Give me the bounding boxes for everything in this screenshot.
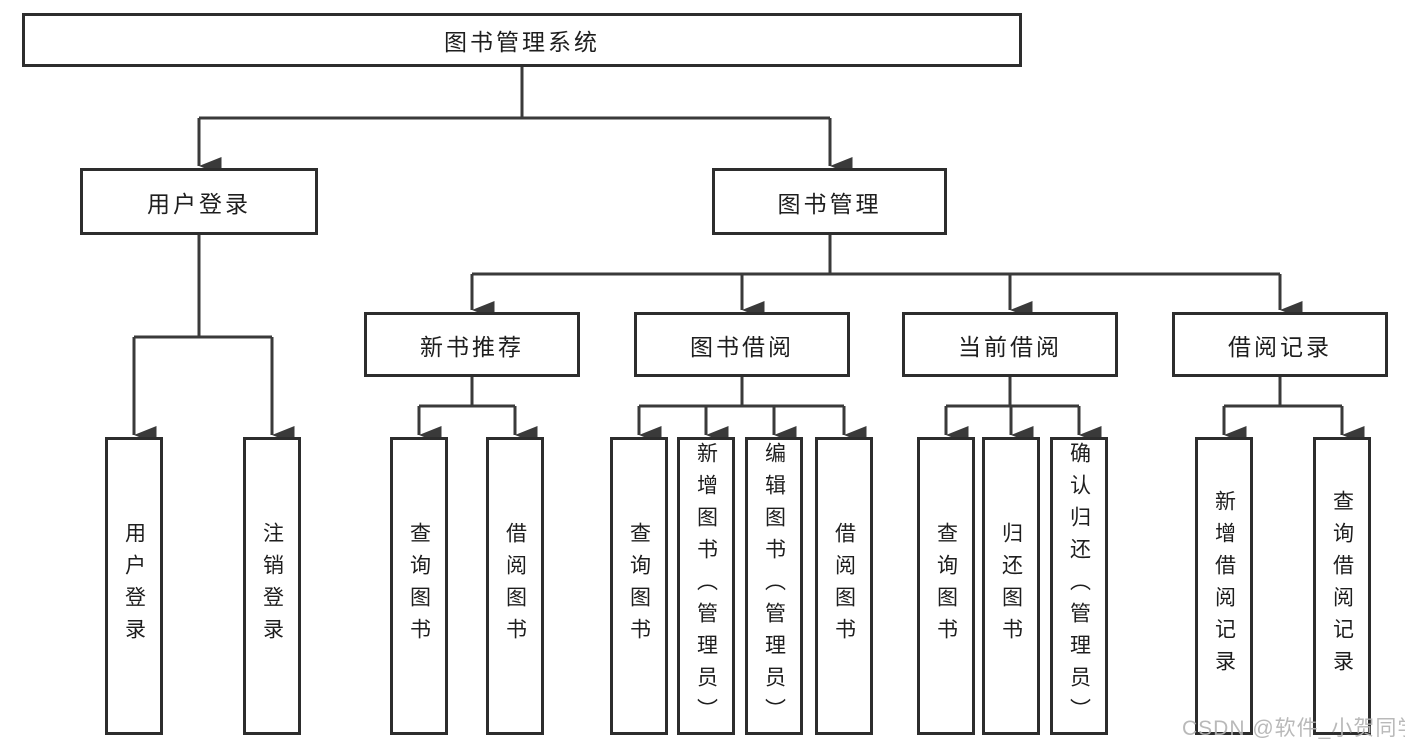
- node-logout-action: 注销登录: [243, 437, 301, 735]
- node-borrow-records: 借阅记录: [1172, 312, 1388, 377]
- node-confirm-return-admin: 确认归还（管理员）: [1050, 437, 1108, 735]
- node-edit-books-admin: 编辑图书（管理员）: [745, 437, 803, 735]
- node-current-borrow: 当前借阅: [902, 312, 1118, 377]
- node-root-system: 图书管理系统: [22, 13, 1022, 67]
- node-user-login-action: 用户登录: [105, 437, 163, 735]
- node-add-books-admin: 新增图书（管理员）: [677, 437, 735, 735]
- node-query-books-borrow: 查询图书: [610, 437, 668, 735]
- node-borrow-books-recommend: 借阅图书: [486, 437, 544, 735]
- node-add-borrow-record: 新增借阅记录: [1195, 437, 1253, 735]
- csdn-watermark: CSDN @软件_小贺同学: [1182, 717, 1405, 740]
- node-new-book-recommend: 新书推荐: [364, 312, 580, 377]
- node-book-borrow: 图书借阅: [634, 312, 850, 377]
- connector-skeleton: [134, 67, 1342, 408]
- node-query-books-recommend: 查询图书: [390, 437, 448, 735]
- node-book-management: 图书管理: [712, 168, 947, 235]
- node-borrow-books-borrow: 借阅图书: [815, 437, 873, 735]
- node-query-books-current: 查询图书: [917, 437, 975, 735]
- node-return-books: 归还图书: [982, 437, 1040, 735]
- node-user-login: 用户登录: [80, 168, 318, 235]
- node-query-borrow-record: 查询借阅记录: [1313, 437, 1371, 735]
